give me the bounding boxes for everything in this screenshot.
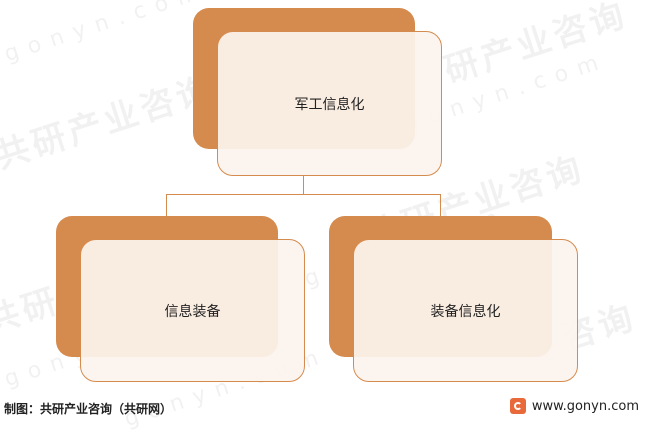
connector-left-down (166, 194, 167, 216)
connector-horizontal (166, 194, 441, 195)
root-node-label: 军工信息化 (294, 96, 365, 113)
right-node: 装备信息化 (353, 239, 578, 382)
root-node: 军工信息化 (217, 31, 442, 176)
website-credit: www.gonyn.com (509, 398, 639, 414)
source-credit: 制图：共研产业咨询（共研网） (4, 402, 173, 416)
right-node-label: 装备信息化 (430, 303, 501, 320)
connector-root-down (303, 175, 304, 195)
website-url: www.gonyn.com (531, 398, 639, 414)
gonyn-logo-icon (509, 398, 526, 414)
left-node: 信息装备 (80, 239, 305, 382)
connector-right-down (440, 194, 441, 216)
left-node-label: 信息装备 (164, 303, 221, 320)
